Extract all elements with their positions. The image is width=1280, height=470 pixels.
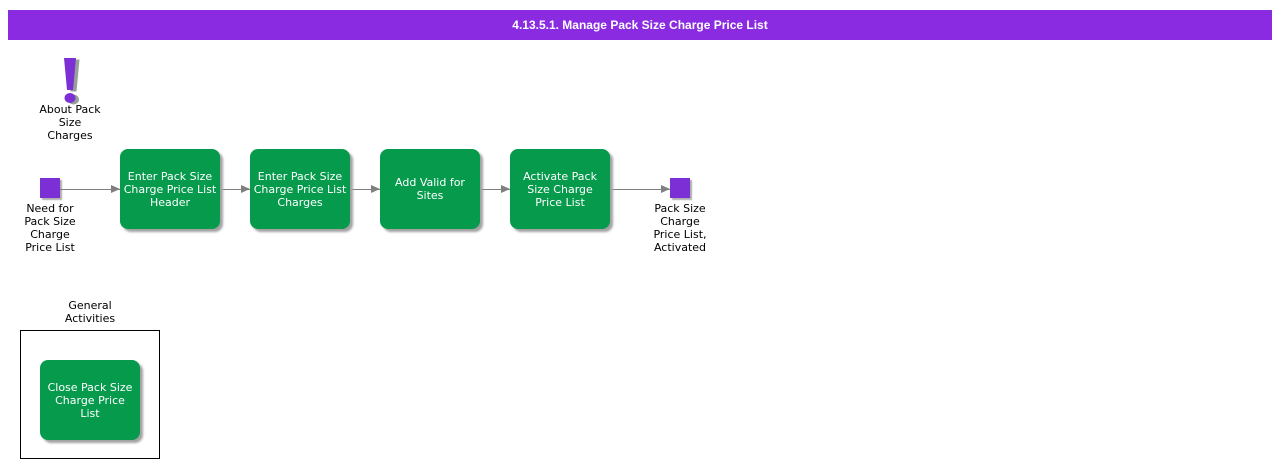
- arrowhead-icon: [661, 185, 670, 193]
- general-activities-title: General Activities: [64, 299, 116, 325]
- activity-box-close-price-list[interactable]: Close Pack Size Charge Price List: [40, 360, 140, 440]
- flow-arrow: [220, 185, 250, 193]
- annotation-label[interactable]: About Pack Size Charges: [39, 103, 101, 142]
- flow-arrow: [350, 185, 380, 193]
- end-event-label: Pack Size Charge Price List, Activated: [653, 202, 707, 254]
- arrowhead-icon: [241, 185, 250, 193]
- exclamation-icon[interactable]: [52, 56, 88, 106]
- arrowhead-icon: [371, 185, 380, 193]
- flow-arrow: [610, 185, 670, 193]
- start-event-label: Need for Pack Size Charge Price List: [24, 202, 76, 254]
- end-event-square: [670, 178, 690, 198]
- arrowhead-icon: [111, 185, 120, 193]
- activity-box-enter-charges[interactable]: Enter Pack Size Charge Price List Charge…: [250, 149, 350, 229]
- start-event-square: [40, 178, 60, 198]
- flow-arrow: [480, 185, 510, 193]
- flow-arrow: [60, 185, 120, 193]
- activity-box-activate-price-list[interactable]: Activate Pack Size Charge Price List: [510, 149, 610, 229]
- arrowhead-icon: [501, 185, 510, 193]
- diagram-title: 4.13.5.1. Manage Pack Size Charge Price …: [512, 18, 768, 32]
- activity-box-enter-header[interactable]: Enter Pack Size Charge Price List Header: [120, 149, 220, 229]
- activity-box-add-valid-sites[interactable]: Add Valid for Sites: [380, 149, 480, 229]
- diagram-title-bar: 4.13.5.1. Manage Pack Size Charge Price …: [8, 10, 1272, 40]
